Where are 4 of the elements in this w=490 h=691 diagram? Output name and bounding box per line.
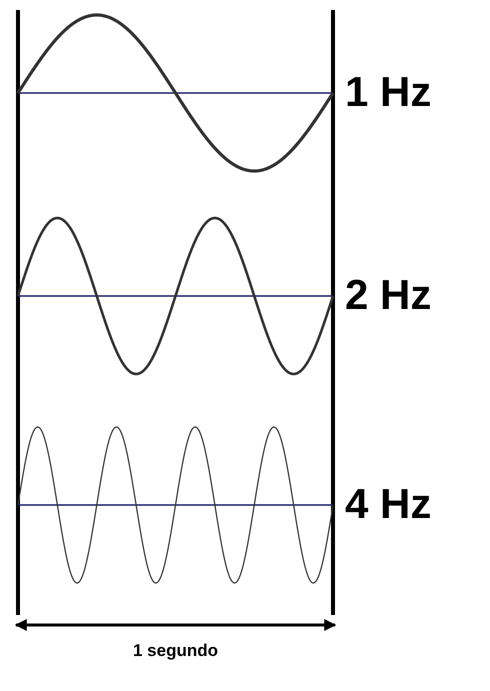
frequency-label: 4 Hz [345,483,432,525]
frequency-label: 2 Hz [345,274,432,316]
frequency-label: 1 Hz [345,71,432,113]
duration-label: 1 segundo [132,641,218,660]
